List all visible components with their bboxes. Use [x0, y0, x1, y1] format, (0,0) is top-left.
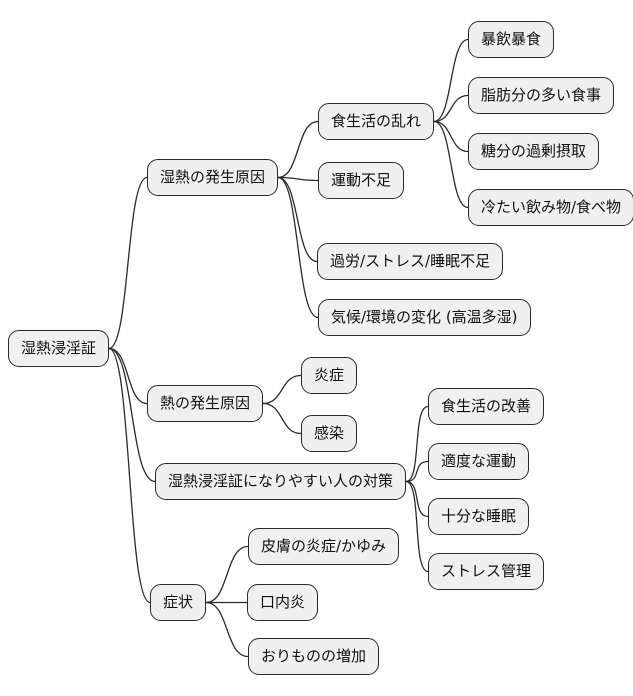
- mindmap-node[interactable]: 暴飲暴食: [468, 21, 555, 58]
- mindmap-node[interactable]: 適度な運動: [428, 443, 530, 480]
- mindmap-node[interactable]: 過労/ストレス/睡眠不足: [317, 243, 504, 280]
- mindmap-node[interactable]: 皮膚の炎症/かゆみ: [248, 528, 400, 565]
- mindmap-root-node[interactable]: 湿熱浸淫証: [8, 330, 110, 367]
- mindmap-node[interactable]: ストレス管理: [428, 553, 545, 590]
- mindmap-node[interactable]: おりものの増加: [248, 638, 380, 675]
- mindmap-node[interactable]: 感染: [301, 415, 358, 452]
- mindmap-node[interactable]: 十分な睡眠: [428, 498, 530, 535]
- connector-line: [405, 405, 429, 483]
- connector-line: [108, 176, 148, 350]
- connector-line: [277, 176, 318, 263]
- connector-line: [433, 38, 469, 123]
- connector-line: [433, 120, 469, 209]
- mindmap-node[interactable]: 糖分の過剰摂取: [468, 133, 600, 170]
- mindmap-node[interactable]: 冷たい飲み物/食べ物: [468, 189, 633, 226]
- mindmap-node[interactable]: 口内炎: [247, 584, 319, 621]
- mindmap-node[interactable]: 食生活の乱れ: [318, 103, 435, 140]
- mindmap-node[interactable]: 脂肪分の多い食事: [468, 77, 615, 114]
- connector-line: [108, 347, 156, 483]
- connector-line: [405, 480, 429, 518]
- mindmap-node[interactable]: 気候/環境の変化 (高温多湿): [318, 299, 531, 336]
- connector-line: [108, 347, 151, 604]
- connector-line: [277, 176, 319, 182]
- mindmap-node[interactable]: 食生活の改善: [428, 388, 545, 425]
- connector-line: [433, 120, 469, 153]
- connector-line: [277, 176, 319, 319]
- connector-line: [205, 545, 249, 604]
- connector-line: [262, 374, 302, 405]
- connector-line: [405, 480, 429, 573]
- mindmap-node[interactable]: 症状: [150, 584, 207, 621]
- mindmap-node[interactable]: 湿熱の発生原因: [147, 159, 279, 196]
- connector-line: [108, 347, 148, 405]
- connector-line: [405, 460, 429, 483]
- mindmap-node[interactable]: 熱の発生原因: [147, 385, 264, 422]
- mindmap-node[interactable]: 湿熱浸淫証になりやすい人の対策: [155, 463, 407, 500]
- connector-line: [205, 601, 249, 658]
- connector-line: [277, 120, 319, 179]
- connector-line: [262, 402, 302, 435]
- connector-line: [433, 94, 469, 123]
- mindmap-node[interactable]: 運動不足: [318, 162, 405, 199]
- mindmap-node[interactable]: 炎症: [301, 357, 358, 394]
